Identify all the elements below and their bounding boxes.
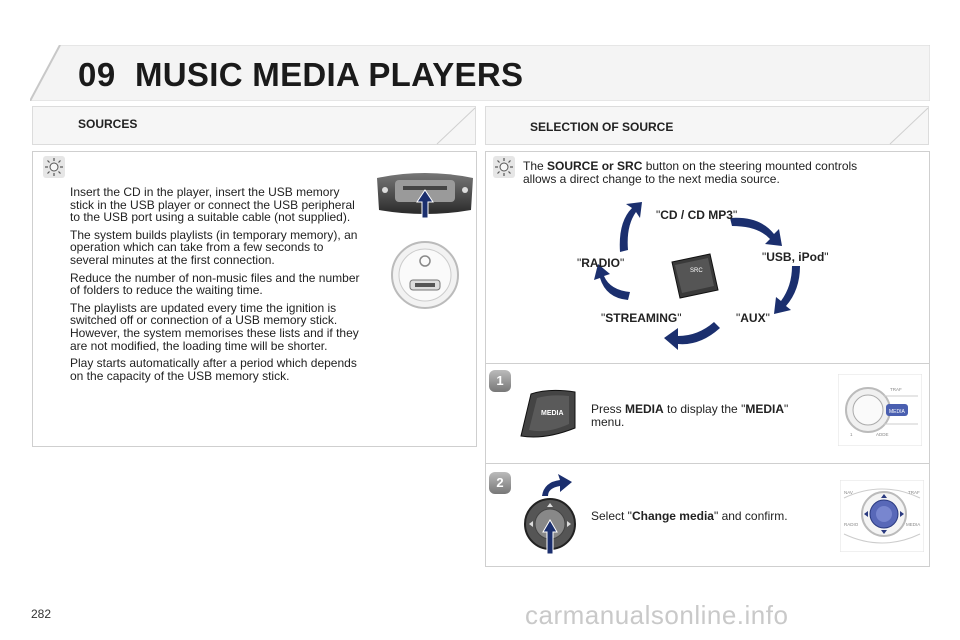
intro-text-2: button on the steering mounted controls … <box>523 159 858 186</box>
step-1-text: Press MEDIA to display the "MEDIA" menu. <box>591 402 789 429</box>
info-bulb-icon <box>43 156 65 178</box>
cycle-arrow-3 <box>774 266 800 314</box>
cycle-arrow-1 <box>619 202 642 252</box>
chapter-number: 09 <box>78 56 116 93</box>
sources-paragraph-2: The system builds playlists (in temporar… <box>70 227 358 267</box>
src-button-image: SRC <box>671 253 719 299</box>
intro-bold: SOURCE or SRC <box>547 159 643 173</box>
media-button-label: MEDIA <box>541 410 564 417</box>
intro-text-1: The <box>523 159 548 173</box>
source-label-usb: "USB, iPod" <box>762 250 829 264</box>
selection-header-band <box>485 106 929 145</box>
usb-port-image <box>391 241 459 309</box>
svg-text:TRAF: TRAF <box>908 490 920 495</box>
cycle-arrow-2 <box>730 217 782 246</box>
press-arrow-icon <box>542 519 558 555</box>
cd-player-image <box>377 173 473 219</box>
svg-text:MEDIA: MEDIA <box>906 522 920 527</box>
selection-heading: SELECTION OF SOURCE <box>530 120 674 134</box>
media-button-image: MEDIA <box>520 389 576 438</box>
svg-text:1: 1 <box>850 432 853 437</box>
source-label-streaming: "STREAMING" <box>601 311 682 325</box>
sources-paragraph-1: Insert the CD in the player, insert the … <box>70 185 355 225</box>
step-2-text: Select "Change media" and confirm. <box>591 509 788 523</box>
sources-paragraph-3: Reduce the number of non-music files and… <box>70 270 360 298</box>
nav-panel-image: NAV TRAF RADIO MEDIA <box>840 480 924 552</box>
selection-intro: The SOURCE or SRC button on the steering… <box>523 160 893 185</box>
step-2-badge: 2 <box>489 472 511 494</box>
sources-header-band <box>32 106 476 145</box>
source-label-cd: "CD / CD MP3" <box>656 208 738 222</box>
svg-text:RADIO: RADIO <box>844 522 859 527</box>
media-panel-image: MEDIA TRAF ADDE 1 <box>838 374 922 446</box>
sources-text: Insert the CD in the player, insert the … <box>70 186 365 387</box>
rotary-knob-image <box>524 474 576 555</box>
media-panel-label: MEDIA <box>889 409 906 415</box>
sources-paragraph-5: Play starts automatically after a period… <box>70 356 357 383</box>
sources-heading: SOURCES <box>78 117 138 131</box>
cycle-arrow-4 <box>664 322 720 350</box>
cycle-arrow-5 <box>594 264 630 300</box>
svg-text:TRAF: TRAF <box>890 387 902 392</box>
header-band <box>30 45 930 101</box>
step-1-badge: 1 <box>489 370 511 392</box>
source-label-aux: "AUX" <box>736 311 770 325</box>
svg-text:NAV: NAV <box>844 490 853 495</box>
page-title: MUSIC MEDIA PLAYERS <box>135 56 524 93</box>
sources-paragraph-4: The playlists are updated every time the… <box>70 300 359 353</box>
svg-text:ADDE: ADDE <box>876 432 889 437</box>
rotate-arrow-icon <box>542 474 572 496</box>
src-button-label: SRC <box>690 268 703 274</box>
page-number: 282 <box>31 607 52 621</box>
source-label-radio: "RADIO" <box>577 256 625 270</box>
watermark: carmanualsonline.info <box>525 600 789 630</box>
source-cycle-arrows: SRC <box>594 202 800 350</box>
info-bulb-icon <box>493 156 515 178</box>
